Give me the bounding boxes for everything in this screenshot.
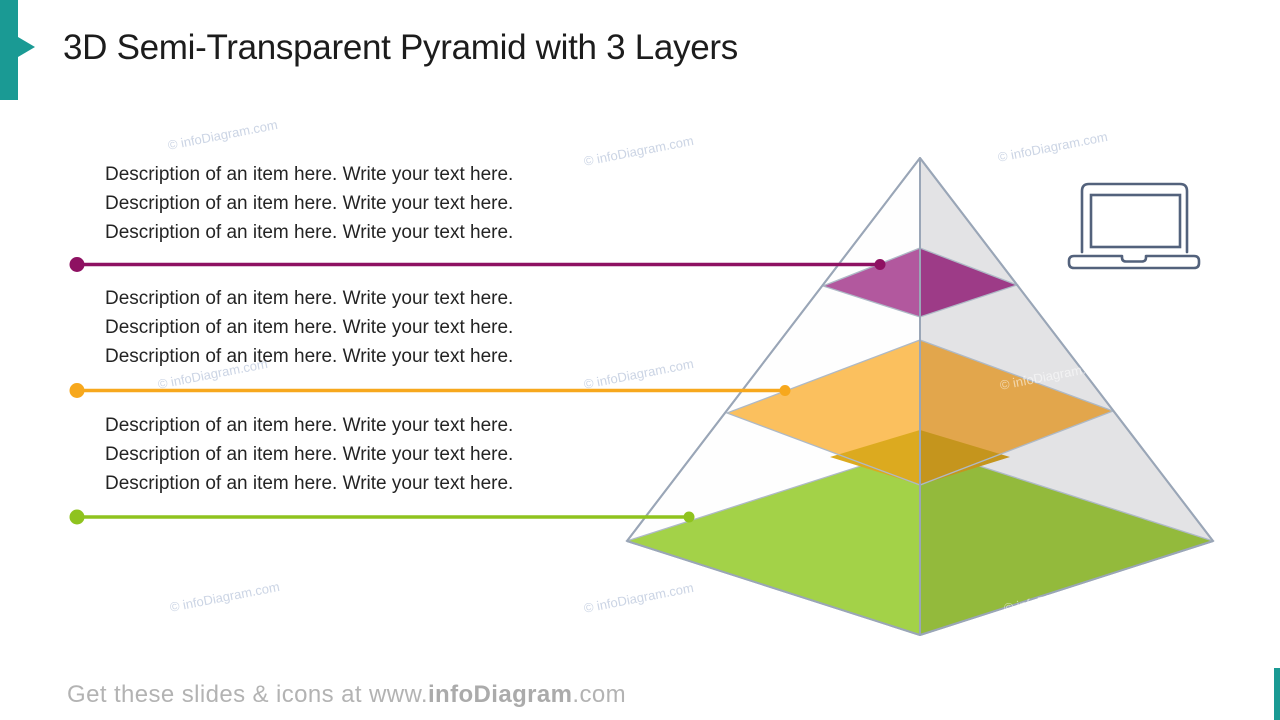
- laptop-base: [1067, 254, 1201, 270]
- teal-chevron-icon: [18, 37, 35, 57]
- connector-dot-left-3: [69, 509, 85, 525]
- description-line: Description of an item here. Write your …: [105, 164, 514, 185]
- description-block-3: Description of an item here. Write your …: [105, 411, 513, 498]
- description-block-1: Description of an item here. Write your …: [105, 160, 513, 247]
- layer-top-face-right: [920, 248, 1017, 317]
- layer-overlap-right: [920, 430, 1010, 485]
- pyramid-silhouette: [626, 157, 1214, 636]
- laptop-icon: [1067, 182, 1201, 270]
- description-line: Description of an item here. Write your …: [105, 444, 514, 465]
- description-line: Description of an item here. Write your …: [105, 346, 514, 367]
- slide-title: 3D Semi-Transparent Pyramid with 3 Layer…: [63, 28, 738, 67]
- connector-dot-right-1: [874, 259, 886, 270]
- layer-bottom-face-left: [627, 447, 920, 635]
- teal-accent-bar-bottom-right: [1274, 668, 1280, 720]
- connector-dot-left-2: [69, 383, 85, 398]
- laptop-screen: [1089, 193, 1182, 249]
- footer-suffix: .com: [572, 681, 626, 708]
- description-line: Description of an item here. Write your …: [105, 222, 514, 243]
- laptop-lid: [1080, 182, 1189, 254]
- footer-brand: infoDiagram: [427, 681, 573, 708]
- connector-dot-left-1: [69, 257, 85, 272]
- description-line: Description of an item here. Write your …: [105, 415, 514, 436]
- footer-prefix: Get these slides & icons at www.: [67, 681, 428, 708]
- teal-accent-bar-top-left: [0, 0, 18, 100]
- footer-credit: Get these slides & icons at www.infoDiag…: [67, 681, 626, 709]
- description-block-2: Description of an item here. Write your …: [105, 284, 513, 371]
- description-line: Description of an item here. Write your …: [105, 193, 514, 214]
- layer-bottom-face-right: [920, 447, 1213, 635]
- description-line: Description of an item here. Write your …: [105, 288, 514, 309]
- connector-dot-right-2: [779, 385, 791, 396]
- description-line: Description of an item here. Write your …: [105, 473, 514, 494]
- connector-dot-right-3: [683, 511, 695, 523]
- layer-overlap-left: [830, 430, 920, 485]
- description-line: Description of an item here. Write your …: [105, 317, 514, 338]
- layer-top-face-left: [823, 248, 920, 317]
